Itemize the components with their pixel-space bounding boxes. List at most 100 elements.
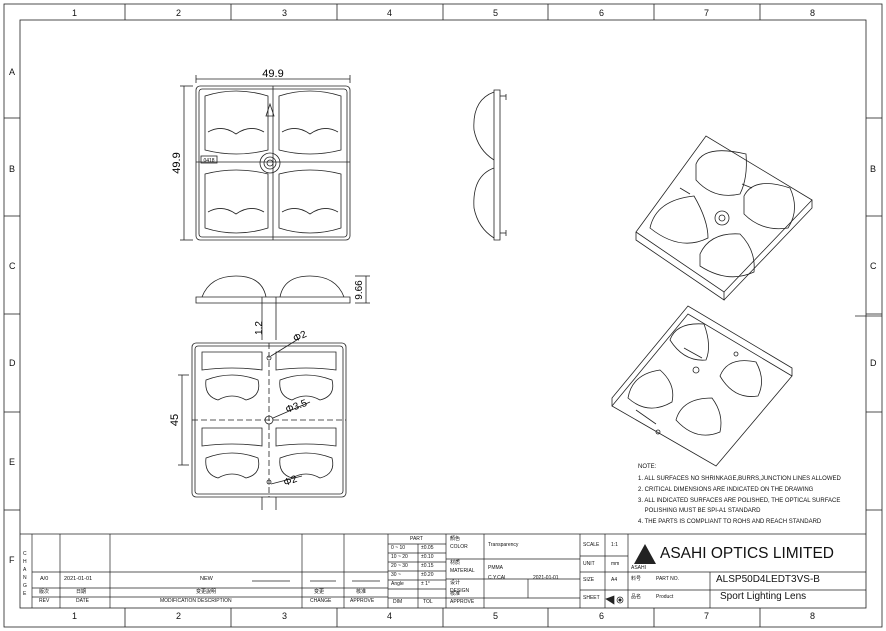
column-label-bottom-1: 1 [72, 611, 78, 621]
title-block [20, 533, 866, 608]
tolerance-tol: TOL [423, 599, 433, 605]
tolerance-range: 30 ~ [391, 572, 401, 578]
tolerance-value: ±0.15 [421, 563, 434, 569]
column-label-bottom-7: 7 [704, 611, 710, 621]
top-view [180, 75, 351, 241]
tolerance-value: ±0.10 [421, 554, 434, 560]
dim-hole-top: Φ2 [292, 329, 309, 345]
material-label: MATERIAL [450, 568, 475, 574]
dim-pitch: 45 [169, 414, 181, 426]
logo-text: ASAHI [631, 565, 647, 571]
header-date-cn: 日期 [76, 589, 87, 595]
header-rev-cn: 版次 [39, 589, 50, 595]
row-label-b: B [9, 164, 16, 174]
size-value: A4 [611, 577, 618, 583]
column-label-3: 3 [282, 8, 288, 18]
header-change: CHANGE [310, 598, 332, 604]
tolerance-range: 10 ~ 20 [391, 554, 408, 560]
scale-value: 1:1 [611, 542, 618, 548]
note-item: 2. CRITICAL DIMENSIONS ARE INDICATED ON … [638, 487, 814, 493]
designer: C.Y.CAI [488, 575, 506, 581]
column-label-4: 4 [387, 8, 393, 18]
change-letter: E [23, 591, 27, 597]
header-desc: MODIFICATION DESCRIPTION [160, 598, 232, 604]
column-label-7: 7 [704, 8, 710, 18]
header-approve: APPROVE [350, 598, 375, 604]
tolerance-range: 0 ~ 10 [391, 545, 406, 551]
revision-rev: A/0 [40, 576, 49, 582]
product-label: Product [656, 594, 674, 600]
sheet-label: SHEET [583, 595, 600, 601]
color-value: Transparency [488, 542, 519, 548]
material-value: PMMA [488, 565, 503, 571]
revision-date: 2021-01-01 [64, 576, 93, 582]
column-label-8: 8 [810, 8, 816, 18]
size-label: SIZE [583, 577, 595, 583]
header-approve-cn: 核准 [356, 589, 367, 595]
material-label-cn: 材质 [450, 560, 461, 566]
unit-value: mm [611, 561, 620, 567]
isometric-view-bottom [611, 305, 793, 467]
bottom-view [178, 337, 347, 510]
row-label-e: E [9, 457, 16, 467]
tolerance-value: ± 1° [421, 581, 430, 587]
dim-hole-center: Φ3.5 [284, 398, 309, 416]
header-date: DATE [76, 598, 89, 604]
column-label-bottom-2: 2 [176, 611, 182, 621]
tolerance-value: ±0.20 [421, 572, 434, 578]
dim-base: 1.2 [254, 321, 265, 335]
row-label-a: A [9, 67, 16, 77]
color-label: COLOR [450, 544, 468, 550]
change-letter: G [23, 583, 27, 589]
side-view [473, 89, 507, 241]
tolerance-range: 20 ~ 30 [391, 563, 408, 569]
product-label-cn: 品名 [631, 594, 642, 600]
tolerance-dim: DIM [393, 599, 403, 605]
change-letter: N [23, 575, 27, 581]
column-label-bottom-4: 4 [387, 611, 393, 621]
notes-title: NOTE: [638, 464, 657, 470]
part-no-value: ALSP50D4LEDT3VS-B [716, 574, 820, 585]
part-marking: 0418 [203, 158, 214, 164]
row-label-c: C [9, 261, 16, 271]
part-no-label-cn: 料号 [631, 576, 642, 582]
note-item: POLISHING MUST BE SPI-A1 STANDARD [638, 508, 761, 514]
row-label-f: F [9, 555, 15, 565]
change-letter: A [23, 567, 27, 573]
product-value: Sport Lighting Lens [720, 591, 807, 602]
front-view [195, 275, 370, 340]
tolerance-value: ±0.05 [421, 545, 434, 551]
column-label-5: 5 [493, 8, 499, 18]
scale-label: SCALE [583, 542, 600, 548]
projection-symbol-icon [605, 595, 624, 605]
design-label: DESIGN [450, 588, 470, 594]
change-letter: H [23, 559, 27, 565]
approve-label-cn: 核准 [450, 591, 461, 597]
column-label-1: 1 [72, 8, 78, 18]
column-label-6: 6 [599, 8, 605, 18]
header-change-cn: 变更 [314, 589, 325, 595]
column-label-bottom-5: 5 [493, 611, 499, 621]
tolerance-title: PART [410, 536, 423, 542]
company-name: ASAHI OPTICS LIMITED [660, 545, 834, 562]
isometric-view-top [635, 135, 813, 301]
header-desc-cn: 变更說明 [196, 589, 217, 595]
row-label-d: D [9, 358, 16, 368]
revision-description: NEW [200, 576, 213, 582]
column-label-bottom-3: 3 [282, 611, 288, 621]
column-label-bottom-8: 8 [810, 611, 816, 621]
grid-ticks [4, 4, 882, 627]
logo-icon [634, 544, 656, 564]
note-item: 4. THE PARTS IS COMPLIANT TO ROHS AND RE… [638, 519, 822, 525]
dim-height: 49.9 [171, 152, 183, 173]
color-label-cn: 顏色 [450, 536, 461, 542]
outer-border [3, 3, 883, 628]
part-no-label: PART NO. [656, 576, 680, 582]
row-label-right-d: D [870, 358, 877, 368]
design-label-cn: 设计 [450, 580, 461, 586]
row-label-right-c: C [870, 261, 877, 271]
dim-hole-bottom: Φ2 [282, 474, 299, 489]
row-label-right-b: B [870, 164, 877, 174]
dim-width: 49.9 [262, 68, 283, 80]
